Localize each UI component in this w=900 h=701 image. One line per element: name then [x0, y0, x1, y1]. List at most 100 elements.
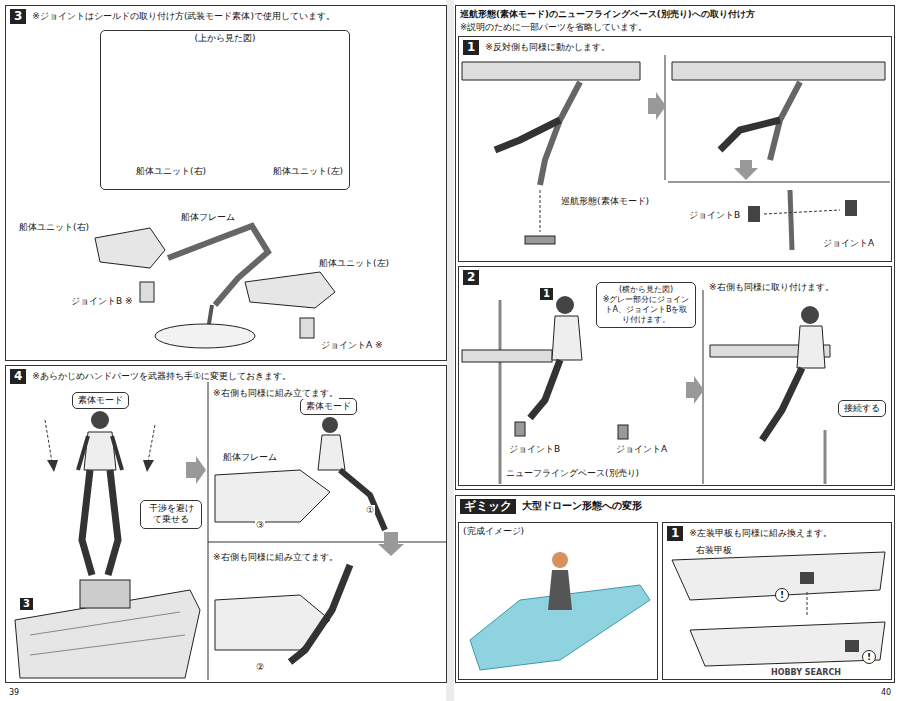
- arm: [540, 82, 580, 185]
- base-pole: [824, 430, 827, 484]
- part-name: 巡航形態(素体モード): [560, 196, 650, 207]
- figure-head: [91, 411, 109, 429]
- panel-header: 巡航形態(素体モード)のニューフライングベース(別売り)への取り付け方 ※説明のた…: [456, 6, 894, 35]
- hull: [672, 62, 885, 80]
- page-fold: [446, 0, 454, 701]
- armor-plate: [690, 622, 885, 666]
- node-text: ※あらかじめハンドパーツを武器持ち手①に変更しておきます。: [32, 371, 291, 382]
- figure-body: [552, 316, 582, 360]
- part-name: 船体フレーム: [222, 452, 278, 463]
- leg: [720, 120, 780, 150]
- node-text: 干渉を避けて乗せる: [146, 503, 196, 526]
- joint-a: [618, 425, 628, 439]
- order-number: ①: [365, 505, 375, 516]
- caution-mark: !: [775, 588, 789, 602]
- note-text: ※右側も同様に組み立てます。: [212, 552, 339, 563]
- part: [845, 640, 859, 652]
- joint-a: [300, 318, 314, 338]
- node-text: ※左装甲板も同様に組み換えます。: [689, 528, 832, 539]
- frame-divider: [668, 182, 890, 183]
- note-box: 干渉を避けて乗せる: [140, 500, 202, 529]
- step-panel: 1※反対側も同様に動かします。: [458, 36, 892, 262]
- move-arrow: [148, 425, 155, 462]
- deck-lines: [30, 612, 185, 655]
- joint-b: [748, 206, 760, 222]
- part-name: 船体ユニット(右): [135, 166, 207, 177]
- guide-line: [540, 190, 541, 232]
- figure-legs: [82, 470, 118, 575]
- hull: [462, 62, 640, 80]
- page-number: 39: [8, 688, 20, 698]
- frame-divider: [665, 55, 666, 180]
- arm: [790, 190, 792, 250]
- step-ref: 1: [540, 288, 553, 300]
- step-number: 2: [463, 270, 479, 285]
- page-number: 40: [880, 688, 892, 698]
- caution-mark: !: [862, 650, 876, 664]
- gimmick-panel: ギミック大型ドローン形態への変形 (完成イメージ) 1 ※左装甲板も同様に組み換えます…: [455, 495, 895, 683]
- figure-leg: [290, 565, 350, 662]
- part-name: ジョイントA: [615, 444, 668, 455]
- guide-line: [764, 210, 840, 214]
- order-number: ③: [255, 520, 265, 531]
- callout-box: 接続する: [838, 400, 886, 417]
- frame-divider: [703, 290, 704, 484]
- node-text: 大型ドローン形態への変形: [522, 500, 642, 513]
- figure-head: [556, 296, 574, 314]
- guide-line: [807, 592, 808, 616]
- hull-unit-left: [245, 272, 335, 308]
- panel-header: 1 ※左装甲板も同様に組み換えます。: [663, 523, 891, 544]
- step-arrow: [734, 160, 758, 180]
- ship-tower: [80, 580, 130, 608]
- stand-base: [155, 324, 255, 348]
- frame-divider: [208, 542, 446, 543]
- figure-body: [548, 570, 572, 610]
- step-arrow: [186, 456, 206, 484]
- figure-body: [318, 435, 345, 470]
- step-ref: 3: [20, 598, 33, 610]
- inset-view: (横から見た図)※グレー部分にジョイントA、ジョイントBを取り付けます。: [596, 282, 696, 328]
- mode-label-box: 素体モード: [72, 392, 129, 409]
- step-panel: 3※ジョイントはシールドの取り付け方(武装モード素体)で使用しています。(上から…: [5, 5, 447, 361]
- image-frame: (完成イメージ): [458, 522, 658, 680]
- step-arrow: [378, 532, 404, 556]
- node-text: (横から見た図): [602, 285, 690, 295]
- figure-leg: [530, 360, 560, 418]
- part-name: ニューフライングベース(別売り): [505, 468, 640, 479]
- note-text: ※右側も同様に取り付けます。: [708, 282, 835, 293]
- order-number: ②: [255, 662, 265, 673]
- part-name: 船体フレーム: [180, 212, 236, 223]
- figure-leg: [762, 368, 802, 440]
- step-number: ギミック: [460, 499, 516, 514]
- node-text: 巡航形態(素体モード)のニューフライングベース(別売り)への取り付け方: [460, 9, 755, 20]
- step-number: 3: [10, 9, 26, 24]
- arrow-head: [47, 460, 58, 472]
- node-text: (完成イメージ): [463, 526, 524, 537]
- joint-b: [515, 422, 525, 436]
- node-text: 素体モード: [78, 395, 123, 406]
- part-name: 船体ユニット(右): [18, 222, 90, 233]
- hull: [462, 350, 552, 362]
- leg: [495, 120, 560, 150]
- figure-head: [322, 417, 338, 433]
- panel-header: 4※あらかじめハンドパーツを武器持ち手①に変更しておきます。: [6, 366, 446, 387]
- note-text: ※右側も同様に組み立てます。: [212, 388, 339, 399]
- node-text: ※説明のために一部パーツを省略しています。: [460, 22, 647, 33]
- step-number: 1: [667, 526, 683, 541]
- panel-header: 1※反対側も同様に動かします。: [459, 37, 891, 58]
- panel-header: ギミック大型ドローン形態への変形: [456, 496, 894, 517]
- part-name: ジョイントA: [822, 238, 875, 249]
- node-text: ※グレー部分にジョイントA、ジョイントBを取り付けます。: [602, 295, 690, 325]
- frame-divider: [208, 382, 209, 680]
- part-name: 船体ユニット(左): [272, 166, 344, 177]
- panel-header: (完成イメージ): [459, 523, 657, 540]
- figure-leg: [340, 470, 385, 530]
- step-arrow: [648, 92, 666, 120]
- figure-body: [797, 326, 825, 368]
- arrow-head: [143, 460, 154, 472]
- mode-label-box: 素体モード: [300, 398, 357, 415]
- hull-unit-right: [95, 228, 165, 268]
- part: [800, 572, 814, 584]
- panel-header: 3※ジョイントはシールドの取り付け方(武装モード素体)で使用しています。: [6, 6, 446, 27]
- joint-b: [140, 282, 154, 302]
